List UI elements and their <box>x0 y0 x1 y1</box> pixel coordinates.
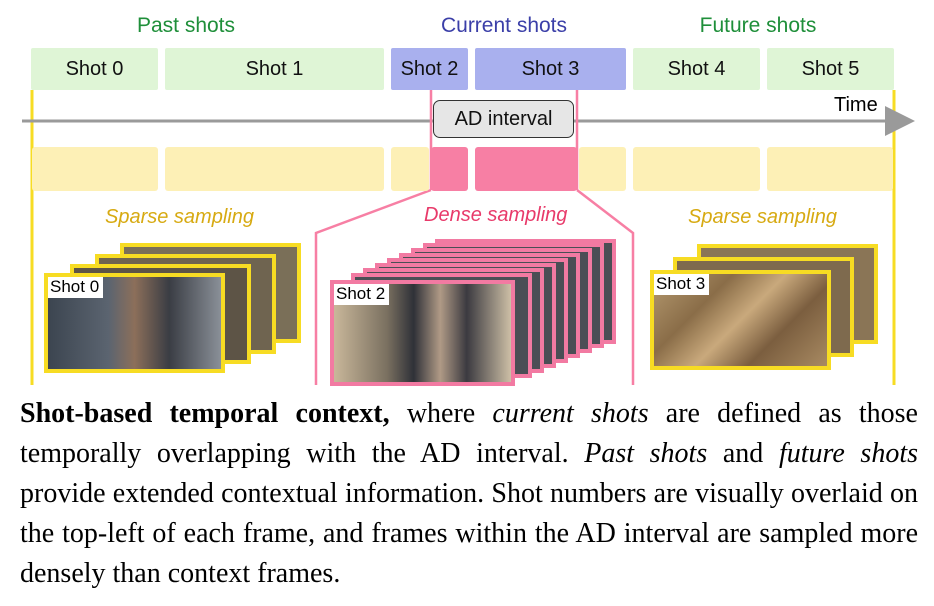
caption-italic-term: future shots <box>778 438 919 469</box>
caption-text: provide extended contextual information.… <box>20 478 918 589</box>
dense-strip-shot-2 <box>431 147 468 191</box>
shot-box-5: Shot 5 <box>767 48 894 90</box>
current-shots-label: Current shots <box>440 14 568 37</box>
figure-caption: Shot-based temporal context, where curre… <box>20 394 918 594</box>
ad-interval-box: AD interval <box>433 100 574 138</box>
frame-shot-label: Shot 2 <box>334 284 390 305</box>
sparse-sampling-past-label: Sparse sampling <box>105 206 254 228</box>
caption-text: where <box>389 398 493 429</box>
sampling-strip-shot-2-outside <box>391 147 429 191</box>
frame-shot-label: Shot 0 <box>48 277 104 298</box>
past-frame-shot-0: Shot 0 <box>44 273 225 373</box>
sampling-strip-shot-3-outside <box>579 147 626 191</box>
caption-text: and <box>707 438 779 469</box>
sampling-strip-shot-4 <box>633 147 760 191</box>
dense-strip-shot-3 <box>475 147 577 191</box>
caption-italic-term: Past shots <box>584 438 708 469</box>
shot-box-0: Shot 0 <box>31 48 158 90</box>
shot-box-4: Shot 4 <box>633 48 760 90</box>
caption-italic-term: current shots <box>492 398 649 429</box>
future-frame-shot-3: Shot 3 <box>650 270 831 370</box>
future-shots-label: Future shots <box>699 14 817 37</box>
shot-box-3: Shot 3 <box>475 48 626 90</box>
sampling-strip-shot-1 <box>165 147 384 191</box>
frame-shot-label: Shot 3 <box>654 274 710 295</box>
caption-bold-lead: Shot-based temporal context, <box>20 398 390 429</box>
sampling-strip-shot-5 <box>767 147 893 191</box>
caption-text: are defined as those temporally overlapp… <box>20 398 918 469</box>
dense-sampling-funnel <box>314 188 635 385</box>
time-axis-label: Time <box>834 94 878 116</box>
sampling-strip-shot-0 <box>32 147 158 191</box>
sparse-sampling-future-label: Sparse sampling <box>688 206 837 228</box>
shot-box-1: Shot 1 <box>165 48 384 90</box>
past-shots-label: Past shots <box>136 14 236 37</box>
dense-sampling-label: Dense sampling <box>424 204 568 226</box>
dense-frame-shot-2: Shot 2 <box>330 280 515 386</box>
shot-box-2: Shot 2 <box>391 48 468 90</box>
